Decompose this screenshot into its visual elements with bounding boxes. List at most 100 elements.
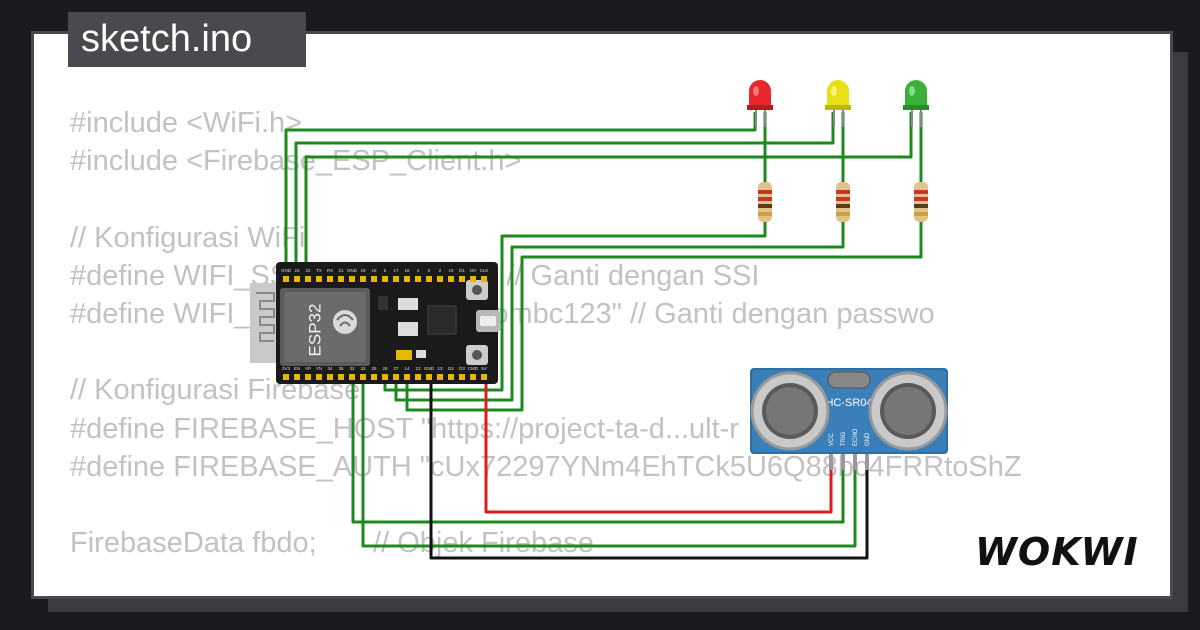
top-pin-label: 2: [439, 268, 442, 273]
bottom-pin[interactable]: [470, 374, 476, 380]
bottom-pin-label: 12: [415, 366, 421, 371]
code-line: #define FIREBASE_AUTH "cUx72297YNm4EhTCk…: [70, 450, 1022, 483]
sketch-title: sketch.ino: [68, 12, 306, 67]
bottom-pin-label: GND: [424, 366, 435, 371]
code-line: #include <Firebase_ESP_Client.h>: [70, 145, 522, 178]
top-pin[interactable]: [481, 276, 487, 282]
top-pin-label: TX: [316, 268, 322, 273]
bottom-pin[interactable]: [294, 374, 300, 380]
bottom-pin[interactable]: [415, 374, 421, 380]
top-pin[interactable]: [415, 276, 421, 282]
top-pin-label: 5: [384, 268, 387, 273]
sensor-pin-label: GND: [865, 432, 871, 446]
top-pin-label: 23: [294, 268, 300, 273]
resistor-green: [914, 182, 928, 222]
bottom-pin[interactable]: [360, 374, 366, 380]
bottom-pin-label: 14: [404, 366, 410, 371]
code-line: FirebaseData fbdo; // Objek Firebase: [70, 527, 594, 560]
sensor-pin[interactable]: [841, 454, 845, 470]
bottom-pin[interactable]: [371, 374, 377, 380]
bottom-pin-label: 32: [349, 366, 355, 371]
led-red: [747, 80, 773, 127]
bottom-pin[interactable]: [448, 374, 454, 380]
led-yellow: [825, 80, 851, 127]
wokwi-logo: WOKWI: [975, 530, 1139, 574]
wire-vcc: [484, 372, 833, 514]
top-pin[interactable]: [294, 276, 300, 282]
esp32-label: ESP32: [305, 304, 324, 357]
wire-resistor-y-pin: [394, 222, 845, 402]
bottom-pin-label: 13: [437, 366, 443, 371]
top-pin[interactable]: [283, 276, 289, 282]
bottom-pin[interactable]: [393, 374, 399, 380]
top-pin-label: 17: [393, 268, 399, 273]
led-green: [903, 80, 929, 127]
sensor-pin[interactable]: [865, 454, 869, 470]
top-pin[interactable]: [327, 276, 333, 282]
top-pin-label: 4: [417, 268, 420, 273]
top-pin[interactable]: [305, 276, 311, 282]
bottom-pin[interactable]: [305, 374, 311, 380]
wire-green-led-gnd: [304, 112, 913, 272]
sensor-pin[interactable]: [853, 454, 857, 470]
bottom-pin-label: VP: [305, 366, 311, 371]
bottom-pin[interactable]: [404, 374, 410, 380]
top-pin-label: 19: [360, 268, 366, 273]
code-background: #include <WiFi.h> #include <Firebase_ESP_…: [70, 104, 1022, 562]
bottom-pin[interactable]: [382, 374, 388, 380]
bottom-pin[interactable]: [437, 374, 443, 380]
top-pin-label: RX: [327, 268, 333, 273]
bottom-pin-label: VN: [316, 366, 322, 371]
bottom-pin-label: CMD: [468, 366, 479, 371]
sensor-label: HC-SR04: [825, 397, 872, 409]
bottom-pin[interactable]: [349, 374, 355, 380]
top-pin-label: 22: [305, 268, 311, 273]
top-pin[interactable]: [448, 276, 454, 282]
top-pin-label: 18: [371, 268, 377, 273]
top-pin-label: 21: [338, 268, 344, 273]
top-pin[interactable]: [404, 276, 410, 282]
wire-yellow-led-gnd: [294, 112, 835, 272]
bottom-pin-label: 27: [393, 366, 399, 371]
resistor-yellow: [836, 182, 850, 222]
top-pin[interactable]: [316, 276, 322, 282]
top-pin[interactable]: [426, 276, 432, 282]
bottom-pin[interactable]: [338, 374, 344, 380]
bottom-pin-label: D2: [448, 366, 454, 371]
bottom-pin[interactable]: [316, 374, 322, 380]
bottom-pin-label: 5V: [481, 366, 487, 371]
top-pin[interactable]: [338, 276, 344, 282]
bottom-pin-label: 3V3: [282, 366, 291, 371]
sensor-pin-label: VCC: [829, 433, 835, 446]
top-pin[interactable]: [371, 276, 377, 282]
preview-card: #include <WiFi.h> #include <Firebase_ESP_…: [31, 31, 1173, 599]
wire-echo: [361, 372, 857, 548]
top-pin[interactable]: [470, 276, 476, 282]
bottom-pin[interactable]: [459, 374, 465, 380]
wire-resistor-r-pin: [383, 222, 767, 392]
code-line: #include <WiFi.h>: [70, 107, 303, 139]
top-pin-label: GND: [347, 268, 358, 273]
bottom-pin-label: EN: [294, 366, 300, 371]
sensor-pin[interactable]: [829, 454, 833, 470]
top-pin[interactable]: [349, 276, 355, 282]
bottom-pin[interactable]: [327, 374, 333, 380]
top-pin[interactable]: [360, 276, 366, 282]
resistor-red: [758, 182, 772, 222]
top-pin[interactable]: [382, 276, 388, 282]
top-pin-label: D0: [470, 268, 476, 273]
bottom-pin[interactable]: [481, 374, 487, 380]
bottom-pin[interactable]: [283, 374, 289, 380]
top-pin[interactable]: [437, 276, 443, 282]
top-pin[interactable]: [459, 276, 465, 282]
wire-gnd: [429, 372, 869, 560]
bottom-pin-label: 25: [371, 366, 377, 371]
bottom-pin[interactable]: [426, 374, 432, 380]
top-pin-label: GND: [281, 268, 292, 273]
top-pin[interactable]: [393, 276, 399, 282]
